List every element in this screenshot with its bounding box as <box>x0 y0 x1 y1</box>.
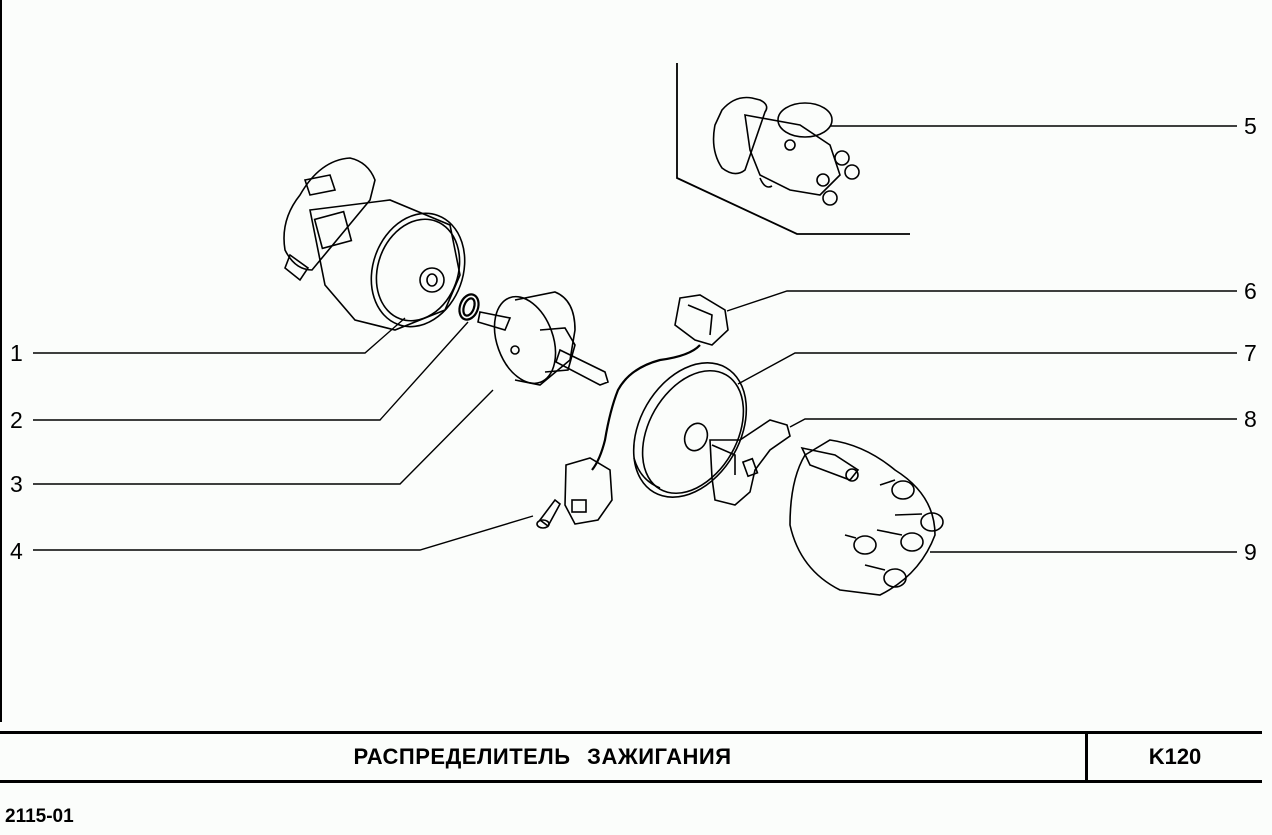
hall-sensor-illustration <box>564 294 729 525</box>
frame-left-border <box>0 0 2 722</box>
distributor-assembly-illustration <box>712 96 860 206</box>
callout-9: 9 <box>1244 539 1257 565</box>
distributor-housing-illustration <box>283 157 466 331</box>
model-code: 2115-01 <box>5 806 74 827</box>
dust-shield-illustration <box>632 362 748 498</box>
callout-4: 4 <box>10 538 23 564</box>
shaft-illustration <box>477 291 609 386</box>
callout-2: 2 <box>10 407 23 433</box>
distributor-cap-illustration <box>789 439 944 596</box>
leader-lines-right <box>726 125 1237 553</box>
title-divider <box>1085 734 1088 780</box>
title-block: РАСПРЕДЕЛИТЕЛЬ ЗАЖИГАНИЯ K120 <box>0 731 1262 783</box>
rotor-illustration <box>709 419 791 506</box>
drawing-title: РАСПРЕДЕЛИТЕЛЬ ЗАЖИГАНИЯ <box>353 744 732 769</box>
screw-illustration <box>536 498 562 529</box>
leader-lines-left <box>33 317 534 551</box>
drawing-code: K120 <box>1148 744 1202 769</box>
callout-3: 3 <box>10 471 23 497</box>
exploded-parts-drawing <box>33 63 1237 596</box>
callout-5: 5 <box>1244 113 1257 139</box>
sealing-ring-illustration <box>458 293 480 321</box>
inset-frame <box>676 63 910 235</box>
callout-6: 6 <box>1244 278 1257 304</box>
callout-8: 8 <box>1244 406 1257 432</box>
callout-1: 1 <box>10 340 23 366</box>
callout-7: 7 <box>1244 340 1257 366</box>
